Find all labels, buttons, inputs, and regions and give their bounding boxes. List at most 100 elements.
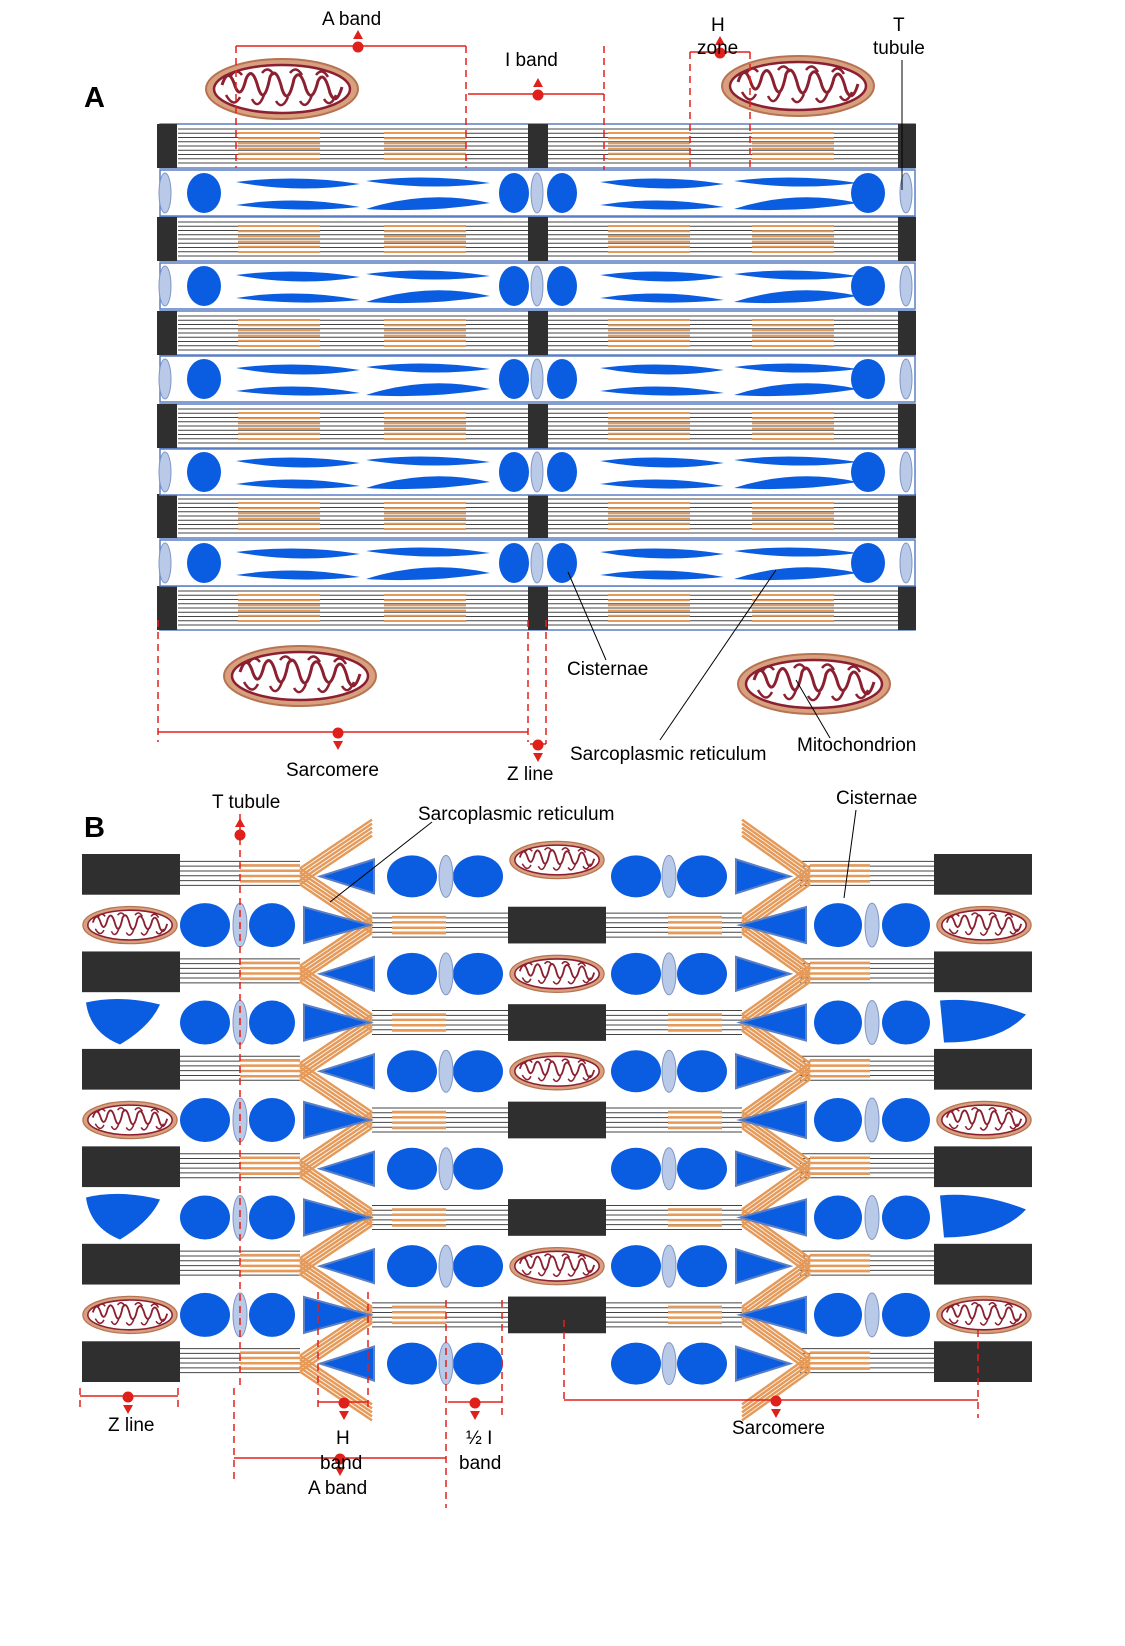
sr-triangle: [735, 955, 794, 993]
sarcomere-marker-b-arrow: [771, 1409, 781, 1418]
thick-filament-diagonal: [299, 1074, 373, 1126]
i-band-label: I band: [505, 50, 558, 71]
cistern: [882, 903, 930, 948]
z-line-label-a: Z line: [507, 764, 554, 785]
z-disc: [508, 1296, 606, 1334]
t-tubule: [864, 1097, 880, 1143]
z-disc: [934, 1243, 1032, 1285]
t-tubule: [899, 451, 913, 493]
thick-filament-diagonal: [299, 822, 373, 874]
i-band-marker-arrow: [533, 78, 543, 87]
thick-filament-diagonal: [741, 1366, 811, 1418]
thick-filament-diagonal: [299, 1114, 373, 1166]
thick-filament-diagonal: [741, 928, 811, 979]
sr-triangle: [316, 1247, 375, 1285]
cistern: [387, 952, 437, 995]
cistern: [499, 452, 529, 492]
sarcoplasmic-reticulum-tubule: [734, 270, 858, 280]
t-tubule: [158, 172, 172, 214]
h-band-marker-dot: [338, 1397, 350, 1409]
cistern: [499, 266, 529, 306]
sr-triangle: [303, 1295, 374, 1335]
sarcoplasmic-reticulum-tubule: [366, 197, 490, 211]
thick-filament-diagonal: [741, 1025, 811, 1077]
sarcoplasmic-reticulum-tubule: [600, 271, 724, 282]
thick-filament-diagonal: [299, 1212, 373, 1264]
cistern: [611, 855, 661, 898]
sarcoplasmic-reticulum-tubule: [236, 178, 360, 189]
z-disc: [82, 1341, 180, 1382]
z-disc: [82, 1048, 180, 1090]
t-tubule: [158, 265, 172, 307]
cistern: [882, 1292, 930, 1337]
thick-filament-diagonal: [299, 1025, 373, 1077]
cistern: [851, 452, 885, 492]
cistern: [611, 1245, 661, 1288]
sarcoplasmic-reticulum-tubule: [734, 290, 858, 304]
cistern: [677, 855, 727, 898]
cistern: [814, 1098, 862, 1142]
sr-triangle: [316, 1150, 375, 1188]
cistern: [187, 173, 221, 213]
cisternae-label-a: Cisternae: [567, 659, 649, 680]
cisternae-leader-line: [567, 571, 607, 661]
t-tubule: [438, 1049, 454, 1093]
thick-filament-diagonal: [299, 1261, 373, 1312]
thick-filament-diagonal: [299, 1358, 373, 1410]
t-tubule: [864, 1194, 880, 1240]
thick-filament-diagonal: [299, 920, 373, 971]
mitochondrion: [222, 644, 378, 708]
z-disc: [898, 586, 916, 630]
sarcoplasmic-reticulum-tubule: [600, 200, 724, 210]
sr-triangle: [316, 1345, 375, 1383]
t-tubule-marker-dot: [234, 829, 246, 841]
t-tubule: [438, 854, 454, 898]
z-disc: [934, 1341, 1032, 1382]
cistern: [453, 952, 503, 995]
sr-triangle: [316, 1052, 375, 1090]
cistern: [499, 359, 529, 399]
cistern: [187, 359, 221, 399]
cisternae-label-b: Cisternae: [836, 788, 918, 809]
a-band-marker-arrow: [353, 30, 363, 39]
thick-filament-diagonal: [299, 1017, 373, 1069]
thick-filament-diagonal: [299, 1066, 373, 1118]
thick-filament-diagonal: [299, 1265, 373, 1316]
thick-filament-diagonal: [299, 932, 373, 983]
t-tubule-label-line1: T: [893, 15, 905, 36]
cistern: [453, 1342, 503, 1385]
z-line-marker-dot: [532, 739, 544, 751]
sr-triangle: [735, 858, 794, 895]
thick-filament-diagonal: [299, 924, 373, 975]
z-disc: [898, 217, 916, 261]
sarcoplasmic-reticulum-tubule: [600, 386, 724, 396]
t-tubule: [661, 1049, 677, 1093]
sr-leader-line-b: [329, 821, 433, 903]
cistern: [249, 1098, 295, 1142]
thick-filament-diagonal: [741, 875, 811, 927]
cistern: [547, 359, 577, 399]
sarcomere-label-b: Sarcomere: [732, 1418, 825, 1439]
dimension-lines: [79, 30, 979, 1508]
half-i-band-marker-dot: [469, 1397, 481, 1409]
cistern: [677, 952, 727, 995]
cistern: [387, 1050, 437, 1093]
sarcoplasmic-reticulum-tubule: [600, 457, 724, 468]
h-zone-marker-arrow: [715, 36, 725, 45]
a-band-label-b: A band: [308, 1478, 368, 1499]
z-disc: [508, 1199, 606, 1236]
thick-filament-diagonal: [299, 1122, 373, 1174]
t-tubule: [661, 952, 677, 996]
h-zone-marker-dot: [714, 47, 726, 59]
thick-filament-diagonal: [741, 1216, 811, 1268]
cistern: [180, 1098, 230, 1142]
thick-filament-diagonal: [741, 1118, 811, 1170]
mitochondrion: [935, 1100, 1033, 1140]
thick-filament-diagonal: [299, 875, 373, 927]
i-band-marker-dot: [532, 89, 544, 101]
mitochondrion: [81, 1100, 179, 1140]
mitochondrion: [720, 54, 876, 118]
z-line-marker-b-dot: [122, 1391, 134, 1403]
cistern: [851, 173, 885, 213]
